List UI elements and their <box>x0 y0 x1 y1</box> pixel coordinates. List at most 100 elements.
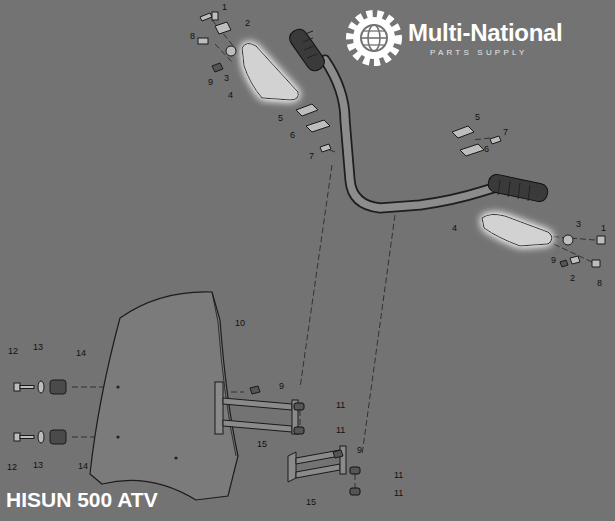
callout-number: 11 <box>394 471 403 480</box>
hardware <box>560 260 568 267</box>
grip <box>487 173 549 203</box>
mount-hardware <box>20 386 34 389</box>
hardware <box>490 136 501 144</box>
assembly-line <box>300 410 301 426</box>
callout-number: 11 <box>336 426 345 435</box>
mount-hardware <box>20 436 34 439</box>
callout-number: 7 <box>503 128 508 137</box>
callout-number: 5 <box>475 113 480 122</box>
handlebar <box>325 60 500 208</box>
mount-hardware <box>38 431 44 443</box>
callout-number: 8 <box>597 279 602 288</box>
brand-tagline: PARTS SUPPLY <box>430 49 528 57</box>
assembly-line <box>212 20 235 48</box>
windshield <box>212 292 236 456</box>
callout-number: 4 <box>452 224 457 233</box>
hardware <box>198 38 208 44</box>
hand-guard <box>242 43 298 100</box>
grip <box>498 180 530 201</box>
nut <box>350 467 360 474</box>
callout-number: 9 <box>357 446 362 455</box>
hardware <box>320 144 331 152</box>
mount-hardware <box>50 430 66 444</box>
logo-gear <box>363 44 385 45</box>
assembly-line <box>355 474 356 488</box>
hardware <box>597 236 605 244</box>
hardware <box>306 120 330 132</box>
bracket <box>288 452 296 482</box>
mount-hardware <box>14 380 66 444</box>
nut <box>294 427 304 434</box>
callout-number: 14 <box>78 462 88 471</box>
callout-number: 10 <box>235 319 245 328</box>
nut <box>294 403 304 410</box>
callout-number: 2 <box>245 19 250 28</box>
callout-number: 15 <box>306 498 316 507</box>
callout-number: 3 <box>576 220 581 229</box>
brand-name: Multi-National <box>408 21 562 45</box>
logo-gear <box>361 37 387 39</box>
hardware <box>200 13 212 21</box>
windshield <box>116 385 119 388</box>
windshield <box>174 456 177 459</box>
mount-hardware <box>38 381 44 393</box>
mount-hardware <box>50 380 66 394</box>
callout-number: 3 <box>224 74 229 83</box>
windshield <box>90 292 238 500</box>
callout-number: 11 <box>336 401 345 410</box>
callout-number: 1 <box>222 3 227 12</box>
callout-number: 6 <box>484 145 489 154</box>
nut <box>294 403 360 495</box>
callout-number: 9 <box>551 256 556 265</box>
callout-number: 9 <box>279 382 284 391</box>
hardware <box>296 104 318 116</box>
mount-hardware <box>14 383 20 391</box>
logo-gear <box>353 17 395 59</box>
grip <box>286 26 327 74</box>
bracket <box>215 382 346 482</box>
nut <box>350 488 360 495</box>
callout-number: 2 <box>570 274 575 283</box>
hardware <box>226 46 236 56</box>
logo-gear <box>363 30 385 31</box>
hardware <box>212 63 223 72</box>
callout-number: 4 <box>228 91 233 100</box>
hardware <box>460 144 484 156</box>
handlebar <box>325 60 500 208</box>
windshield <box>90 292 238 500</box>
diagram-title: HISUN 500 ATV <box>6 489 158 510</box>
callout-number: 5 <box>278 114 283 123</box>
callout-number: 15 <box>257 440 267 449</box>
hardware <box>592 260 600 267</box>
logo-gear <box>361 25 387 51</box>
bracket <box>223 420 292 432</box>
callout-number: 13 <box>33 461 43 470</box>
bracket <box>215 382 223 434</box>
logo-gear <box>350 14 398 62</box>
callout-number: 14 <box>76 349 86 358</box>
assembly-line <box>472 138 490 140</box>
callout-number: 7 <box>309 152 314 161</box>
windshield <box>116 435 119 438</box>
bracket <box>250 386 260 394</box>
hardware <box>452 126 474 138</box>
callout-number: 9 <box>208 78 213 87</box>
bracket <box>296 464 340 478</box>
callout-number: 11 <box>394 489 403 498</box>
grip <box>286 26 549 203</box>
hardware <box>212 12 218 20</box>
callout-number: 1 <box>601 224 606 233</box>
mount-hardware <box>14 433 20 441</box>
hand-guard <box>242 43 552 246</box>
logo-gear <box>350 14 398 62</box>
callout-number: 6 <box>290 131 295 140</box>
hardware <box>215 22 231 34</box>
callout-number: 8 <box>190 32 195 41</box>
hardware <box>570 256 580 264</box>
assembly-line <box>300 165 332 388</box>
grip <box>303 31 317 58</box>
callout-number: 12 <box>8 347 18 356</box>
hardware <box>198 12 605 267</box>
hardware <box>563 235 573 245</box>
